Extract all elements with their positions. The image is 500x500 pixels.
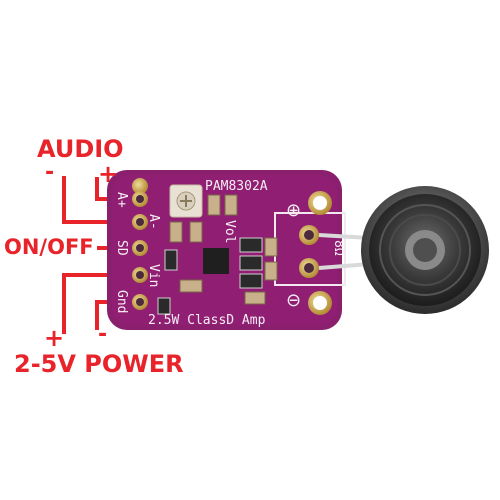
onoff-label: ON/OFF (4, 235, 94, 259)
footer-text: 2.5W ClassD Amp (148, 313, 266, 328)
power-minus-sign: - (98, 322, 108, 347)
volume-pot (169, 184, 203, 218)
power-plus-sign: + (44, 324, 65, 352)
pin-label-vin: Vin (146, 264, 161, 287)
components (157, 194, 278, 315)
out-label: 8Ω (331, 240, 346, 256)
out-minus-symbol: ⊖ (286, 290, 301, 311)
power-label: 2-5V POWER (14, 350, 184, 378)
chip-name: PAM8302A (205, 179, 268, 194)
pcb-board: PAM8302A 2.5W ClassD Amp Vol A+ A- SD Vi… (107, 170, 371, 330)
audio-plus-sign: + (98, 160, 119, 188)
pin-label-a-plus: A+ (114, 192, 129, 208)
speaker-icon (361, 186, 489, 314)
pin-label-a-minus: A- (146, 214, 161, 230)
pin-label-sd: SD (114, 240, 129, 256)
pin-label-gnd: Gnd (114, 290, 129, 313)
audio-minus-sign: - (45, 160, 55, 185)
audio-label: AUDIO (37, 135, 124, 163)
pin-pads (132, 191, 148, 310)
out-plus-symbol: ⊕ (286, 200, 301, 221)
vol-label: Vol (222, 220, 237, 243)
